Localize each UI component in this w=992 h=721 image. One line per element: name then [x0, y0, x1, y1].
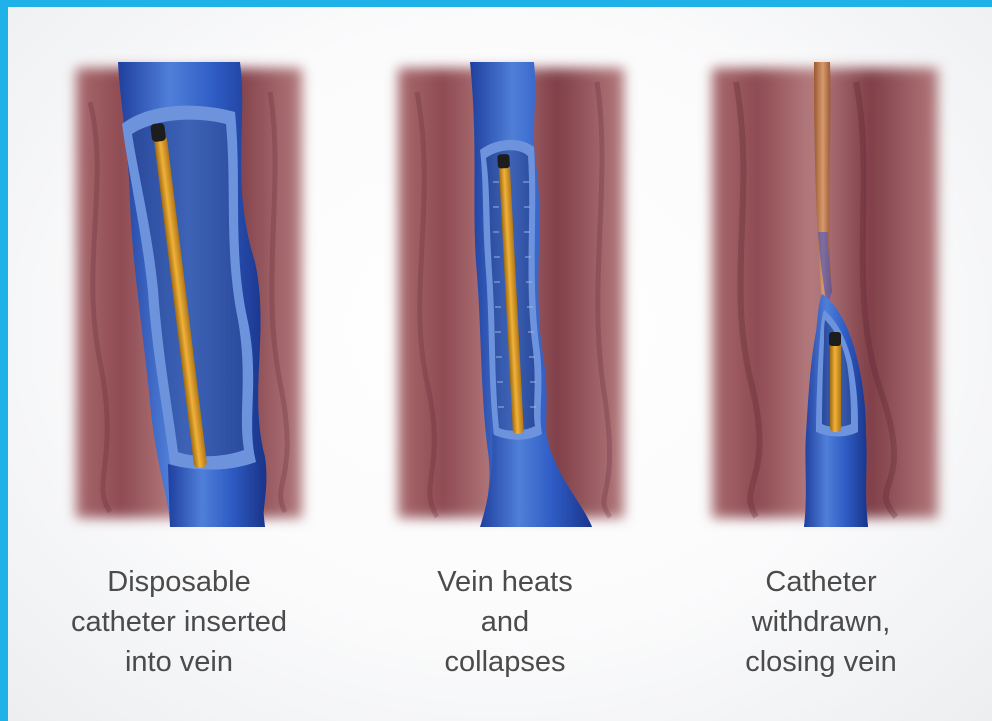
- caption-line: Catheter: [671, 562, 971, 602]
- step-1-caption: Disposable catheter inserted into vein: [29, 562, 329, 682]
- caption-line: collapses: [355, 642, 655, 682]
- catheter-rod: [830, 342, 841, 432]
- step-2-caption: Vein heats and collapses: [355, 562, 655, 682]
- caption-line: into vein: [29, 642, 329, 682]
- caption-line: and: [355, 602, 655, 642]
- caption-line: closing vein: [671, 642, 971, 682]
- step-3-illustration: [706, 62, 944, 527]
- catheter-tip: [829, 332, 841, 346]
- step-1-illustration: [70, 62, 308, 527]
- caption-line: catheter inserted: [29, 602, 329, 642]
- catheter-tip: [150, 123, 166, 143]
- step-2-illustration: [392, 62, 630, 527]
- caption-line: withdrawn,: [671, 602, 971, 642]
- illustration-frame: Disposable catheter inserted into vein V…: [8, 7, 992, 721]
- catheter-tip: [497, 154, 510, 169]
- step-3-caption: Catheter withdrawn, closing vein: [671, 562, 971, 682]
- caption-line: Disposable: [29, 562, 329, 602]
- caption-line: Vein heats: [355, 562, 655, 602]
